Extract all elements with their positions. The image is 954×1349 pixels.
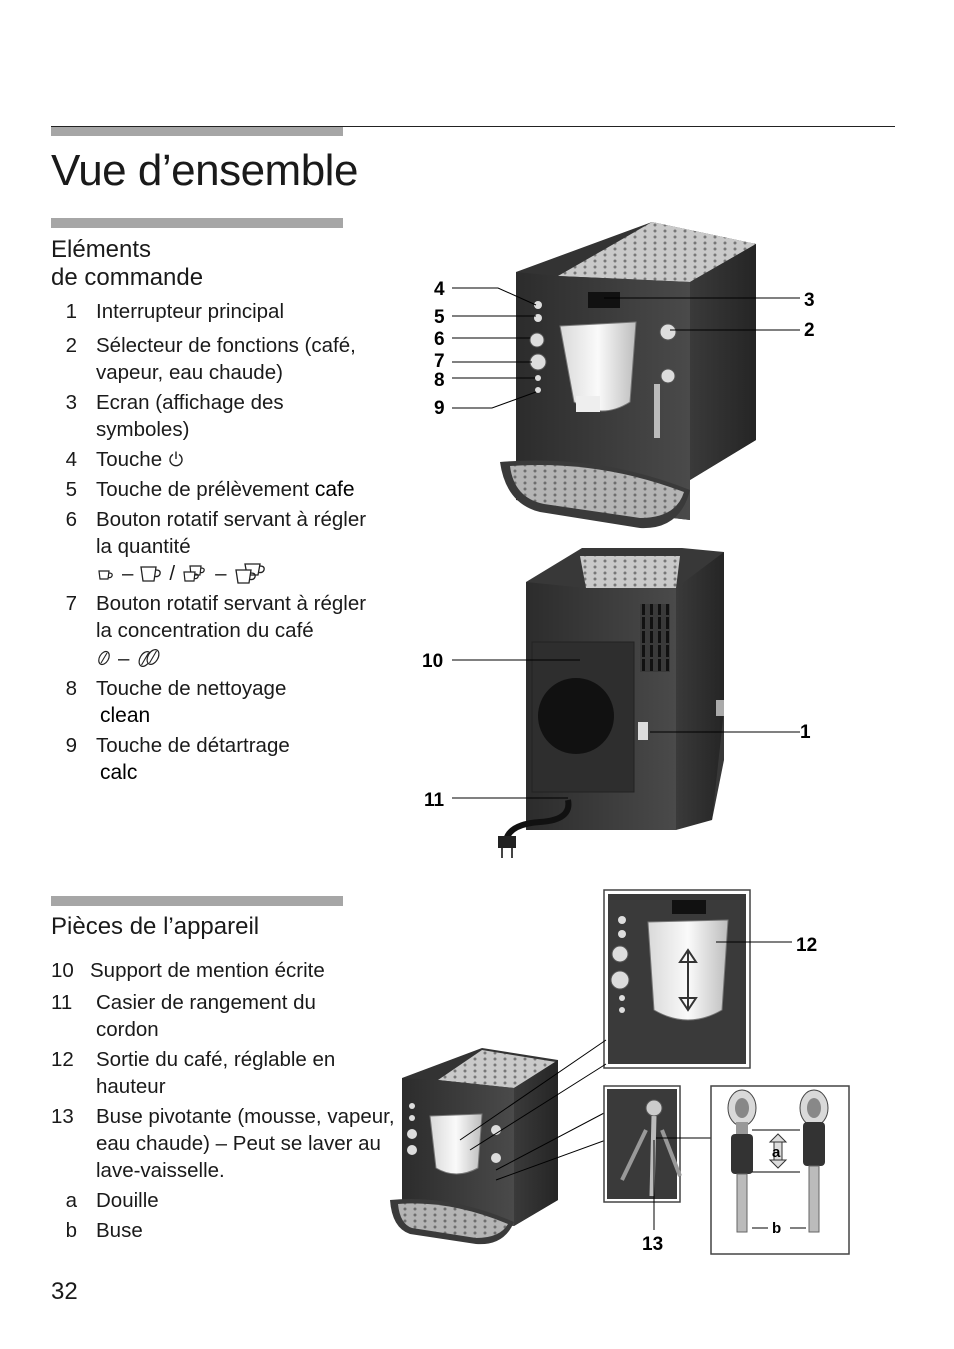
callout-a: a [772,1144,781,1161]
section-bar-controls [51,218,343,228]
callout-3: 3 [804,290,815,311]
list-item: 5 Touche de prélèvement cafe [65,478,355,501]
list-item: 13 Buse pivotante (mousse, vapeur, eau c… [51,1105,395,1182]
list-item: 8 Touche de nettoyage clean [65,676,287,727]
list-item: 9 Touche de détartrage calc [65,733,290,784]
list-item: 10 Support de mention écrite [51,959,325,982]
quantity-symbols: – / – [96,560,381,587]
list-item: 4 Touche [51,446,381,473]
controls-list: 1 Interrupteur principal 2 Sélecteur de … [51,298,381,786]
double-cup-small-icon [183,564,205,582]
list-item: 6 Bouton rotatif servant à régler la qua… [51,506,381,587]
cup-small-icon [98,569,113,580]
list-item: a Douille [65,1189,159,1212]
machine-back-view [498,548,724,858]
double-cup-large-icon [234,562,265,584]
section-bar-parts [51,896,343,906]
parts-list: 10 Support de mention écrite 11 Casier d… [51,957,395,1244]
machine-small-view [390,1048,558,1245]
bean-mild-icon [98,650,110,666]
keyword-calc: calc [100,760,138,784]
callout-7: 7 [434,351,445,372]
strength-symbols: – [96,645,163,672]
section-heading-parts: Pièces de l’appareil [51,913,260,940]
callout-5: 5 [434,307,445,328]
list-item: 11 Casier de rangement du cordon [51,991,316,1041]
section-heading-controls: Eléments de commande [51,236,204,291]
list-item: b Buse [65,1219,143,1242]
cup-large-icon [140,565,162,582]
list-item: 12 Sortie du café, réglable en hauteur [51,1048,336,1098]
detail-coffee-outlet [603,889,751,1069]
list-item: 7 Bouton rotatif servant à régler la con… [65,592,367,672]
page-title: Vue d’ensemble [51,146,358,195]
list-item: 1 Interrupteur principal [65,300,285,323]
callout-b: b [772,1220,781,1237]
callout-2: 2 [804,320,815,341]
header-rule [51,126,895,127]
zoom-lines [459,1039,607,1181]
keyword-clean: clean [100,703,151,727]
callout-11: 11 [424,790,445,811]
detail-nozzle-parts [710,1085,850,1255]
callout-6: 6 [434,329,445,350]
callouts-front [452,287,800,409]
power-icon [169,451,183,467]
keyword-cafe: cafe [314,478,355,501]
list-item: 2 Sélecteur de fonctions (café, vapeur, … [65,334,356,384]
callout-12: 12 [796,935,817,956]
callout-8: 8 [434,370,445,391]
page-number: 32 [51,1278,78,1305]
list-item: 3 Ecran (affichage des symboles) [65,391,284,441]
callout-13: 13 [642,1234,663,1255]
callout-9: 9 [434,398,445,419]
header-bar [51,126,343,136]
callout-4: 4 [434,279,445,300]
callouts-back [452,659,800,799]
machine-front-view [500,222,756,529]
callout-10: 10 [422,651,443,672]
detail-steam-nozzle [603,1085,682,1203]
bean-strong-icon [138,649,160,667]
callout-1: 1 [800,722,811,743]
